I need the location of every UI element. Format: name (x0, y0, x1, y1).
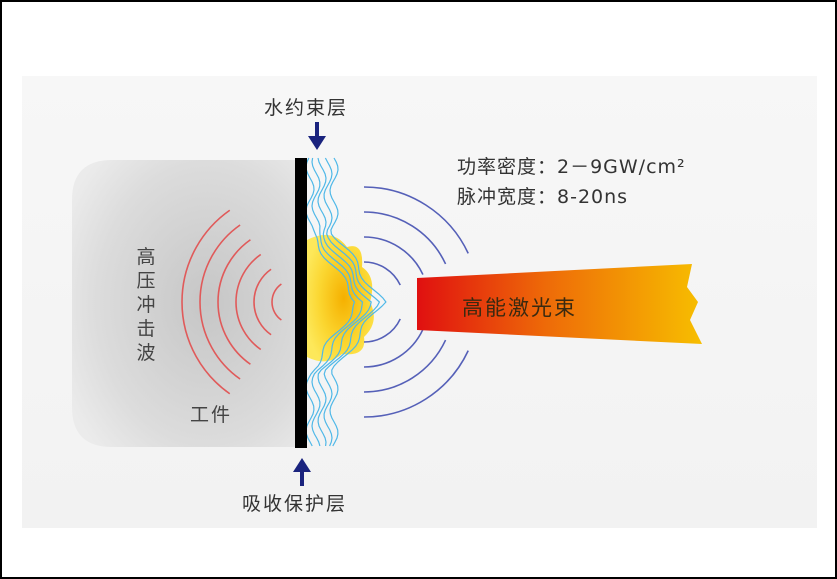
laser-beam-label: 高能激光束 (462, 296, 577, 320)
water-wave-line (311, 157, 364, 447)
pressure-arc (363, 350, 469, 418)
shock-arc (199, 224, 241, 380)
absorb-coating-layer (295, 158, 307, 448)
plasma-pressure-arcs (363, 186, 469, 418)
plasma-blob (307, 234, 374, 362)
absorb-layer-label: 吸收保护层 (242, 493, 348, 515)
workpiece (72, 160, 297, 447)
pressure-arc (363, 318, 401, 343)
pressure-arc (363, 339, 447, 393)
shock-arc (181, 209, 231, 395)
laser-beam (417, 264, 702, 344)
water-wave-line (329, 157, 387, 447)
water-layer-waves (305, 157, 387, 447)
pressure-arc (363, 236, 424, 275)
shock-wave-label: 高压冲击波 (136, 246, 156, 364)
water-layer-label: 水约束层 (264, 97, 349, 119)
shock-arc (253, 268, 272, 336)
workpiece-label: 工件 (190, 404, 233, 426)
pressure-arc (363, 261, 401, 286)
water-wave-line (317, 157, 372, 447)
power-density-label: 功率密度：2－9GW/cm² (457, 156, 686, 178)
pressure-arc (363, 186, 469, 254)
pulse-width-label: 脉冲宽度：8-20ns (457, 186, 629, 208)
shock-arc (235, 253, 262, 351)
arrow-up-icon (293, 458, 311, 486)
shock-arc (271, 283, 282, 321)
pressure-arc (363, 211, 447, 265)
shock-arc (217, 239, 251, 365)
shock-wave-arcs (181, 209, 282, 395)
pressure-arc (363, 329, 424, 368)
arrow-down-icon (308, 122, 326, 150)
water-wave-line (323, 157, 381, 447)
